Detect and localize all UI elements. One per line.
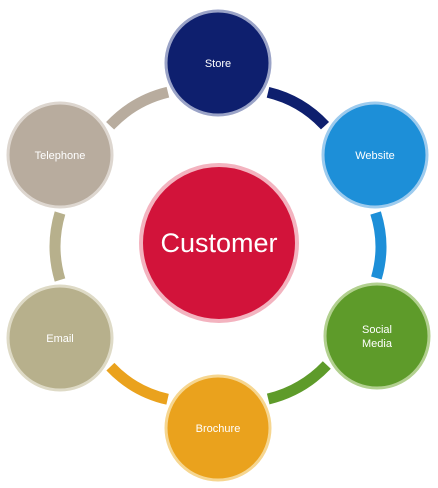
connector-telephone-store (106, 86, 170, 130)
node-circle-email (6, 284, 114, 392)
connector-email-telephone (49, 211, 66, 282)
connector-social-media-brochure (266, 361, 331, 405)
node-telephone: Telephone (6, 101, 114, 209)
node-label-website: Website (355, 150, 395, 162)
node-email: Email (6, 284, 114, 392)
node-brochure: Brochure (164, 374, 272, 482)
node-store: Store (164, 9, 272, 117)
node-circle-website (321, 101, 429, 209)
connector-website-social-media (370, 211, 387, 280)
connector-group (49, 86, 387, 405)
connector-brochure-email (106, 362, 169, 405)
node-label-email: Email (46, 333, 74, 345)
center-circle (139, 163, 299, 323)
node-label-store: Store (205, 58, 231, 70)
node-label-telephone: Telephone (35, 150, 86, 162)
node-label-social-media-1: Social (362, 324, 392, 336)
node-circle-brochure (164, 374, 272, 482)
node-circle-social-media (323, 282, 431, 390)
node-circle-store (164, 9, 272, 117)
node-circle-telephone (6, 101, 114, 209)
node-label-social-media-2: Media (362, 338, 393, 350)
node-label-brochure: Brochure (196, 423, 241, 435)
node-website: Website (321, 101, 429, 209)
center-node: Customer (139, 163, 299, 323)
connector-store-website (266, 86, 330, 130)
center-label: Customer (160, 228, 277, 258)
